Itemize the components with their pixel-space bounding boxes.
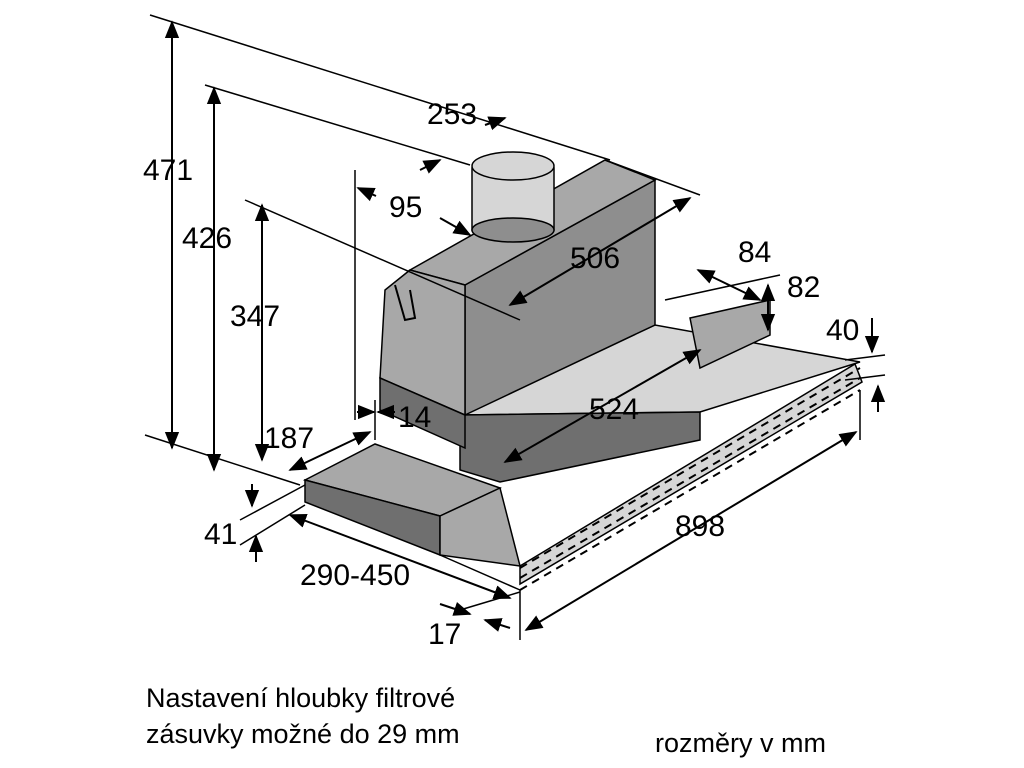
dim-label-95: 95	[389, 191, 423, 224]
side-bracket	[394, 284, 417, 322]
filter-depth-note-line2: zásuvky možné do 29 mm	[146, 719, 460, 749]
hood-chassis-front	[459, 411, 701, 483]
dim-label-40: 40	[826, 314, 860, 347]
dim-label-290-450: 290-450	[300, 559, 411, 592]
dim-label-253: 253	[427, 98, 478, 131]
dim-label-506: 506	[570, 242, 621, 275]
dim-label-898: 898	[675, 510, 726, 543]
dim-label-347: 347	[230, 300, 281, 333]
dim-label-17: 17	[428, 618, 462, 651]
duct-collar-top	[471, 151, 555, 181]
filter-depth-note: Nastavení hloubky filtrové zásuvky možné…	[146, 680, 460, 752]
dim-label-41: 41	[204, 518, 238, 551]
dim-label-84: 84	[738, 236, 772, 269]
units-note: rozměry v mm	[655, 728, 826, 758]
dim-label-82: 82	[787, 271, 821, 304]
dim-label-187: 187	[264, 422, 315, 455]
filter-depth-note-line1: Nastavení hloubky filtrové	[146, 683, 456, 713]
dim-label-14: 14	[398, 401, 432, 434]
dimension-lines	[144, 14, 886, 640]
dim-label-524: 524	[589, 393, 640, 426]
duct-collar-bottom	[471, 217, 555, 243]
dim-label-426: 426	[182, 222, 233, 255]
hood-lower-block	[379, 376, 466, 450]
dim-label-471: 471	[143, 154, 194, 187]
